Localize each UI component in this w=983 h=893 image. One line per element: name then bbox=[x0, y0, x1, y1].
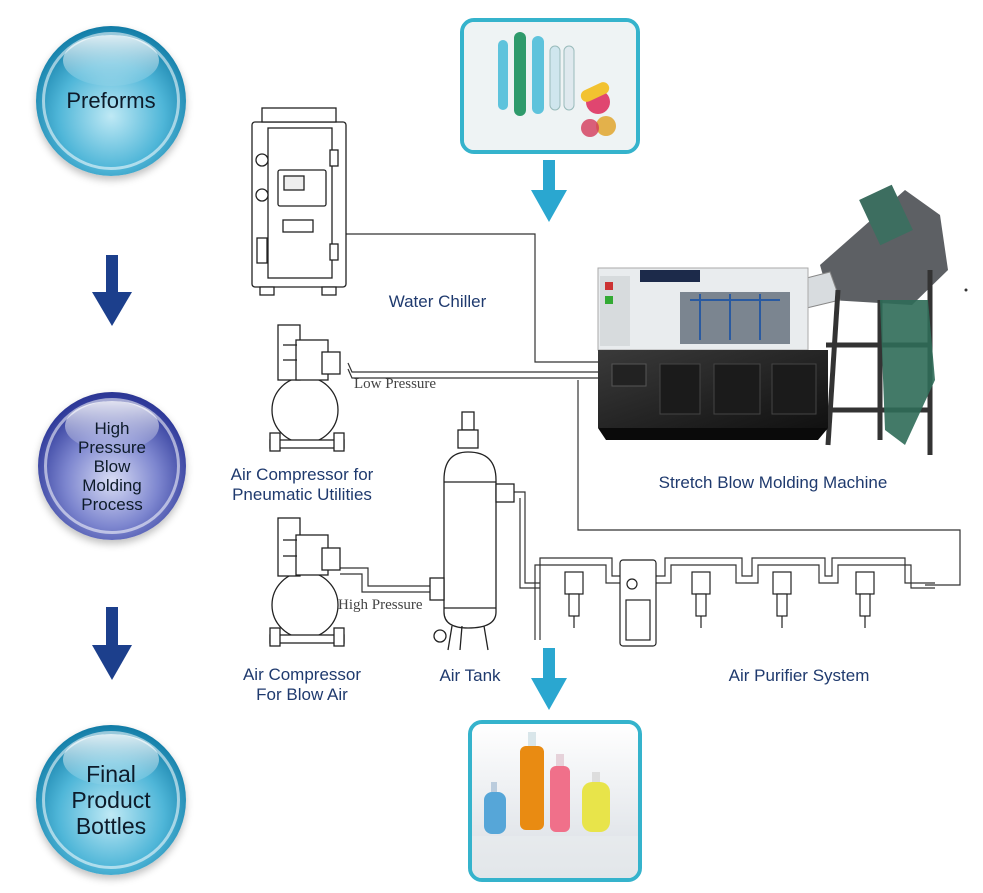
compressor-blow-drawing bbox=[269, 517, 345, 647]
orb-ring bbox=[42, 731, 180, 869]
stage-label-blow-molding: High Pressure Blow Molding Process bbox=[77, 418, 147, 514]
water-chiller-label: Water Chiller bbox=[388, 292, 487, 311]
bottles-photo-frame bbox=[468, 720, 642, 882]
preform-tubes-photo bbox=[464, 22, 636, 150]
orb-ring bbox=[42, 32, 180, 170]
air-purifier-label: Air Purifier System bbox=[728, 666, 870, 685]
high-pressure-label: High Pressure bbox=[338, 597, 423, 613]
air-tank-drawing bbox=[429, 411, 515, 651]
stage-label-preforms: Preforms bbox=[66, 88, 156, 114]
stage-orb-final-bottles: Final Product Bottles bbox=[36, 725, 186, 875]
bottles-photo bbox=[472, 724, 638, 878]
compressor-blow-label: Air Compressor For Blow Air bbox=[242, 665, 362, 704]
compressor-pneumatic-drawing bbox=[269, 324, 345, 452]
low-pressure-label: Low Pressure bbox=[354, 376, 437, 392]
stretch-machine-label: Stretch Blow Molding Machine bbox=[658, 473, 888, 492]
stage-label-final-bottles: Final Product Bottles bbox=[71, 761, 151, 839]
compressor-pneumatic-label: Air Compressor for Pneumatic Utilities bbox=[230, 465, 374, 504]
stage-orb-blow-molding: High Pressure Blow Molding Process bbox=[38, 392, 186, 540]
pipe-lines bbox=[340, 233, 961, 640]
stage-arrows bbox=[92, 255, 132, 680]
stage-orb-preforms: Preforms bbox=[36, 26, 186, 176]
purifier-drawing bbox=[564, 559, 875, 647]
machine-photo bbox=[597, 184, 948, 455]
preforms-photo-frame bbox=[460, 18, 640, 154]
flow-arrows bbox=[531, 160, 567, 710]
air-tank-label: Air Tank bbox=[439, 666, 501, 685]
water-chiller-drawing bbox=[251, 107, 347, 296]
orb-ring bbox=[44, 398, 180, 534]
